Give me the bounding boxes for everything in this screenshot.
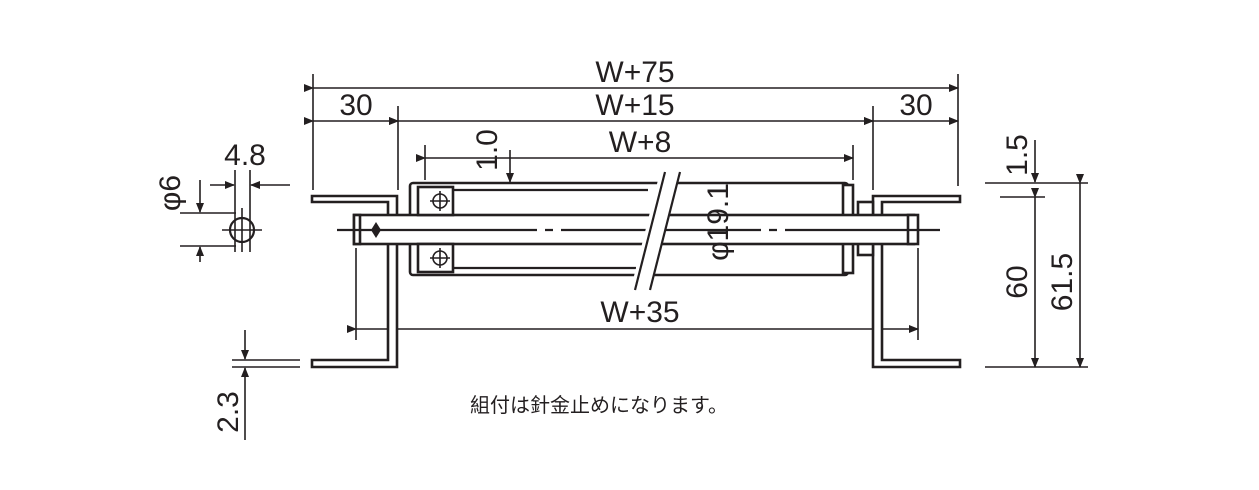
- assembly-note: 組付は針金止めになります。: [470, 393, 728, 417]
- dim-overall: W+75: [595, 56, 674, 89]
- roller: [337, 171, 940, 292]
- dim-right-30: 30: [899, 89, 932, 122]
- dim-shaft-length: W+35: [600, 296, 679, 329]
- dim-hole-width: 4.8: [224, 139, 266, 172]
- dim-top-offset: 1.5: [1001, 134, 1034, 176]
- dim-roller-diameter: φ19.1: [702, 183, 735, 261]
- dim-height-total: 61.5: [1046, 253, 1079, 311]
- dimension-lines: [232, 84, 1084, 440]
- dim-plate-thickness: 2.3: [212, 391, 245, 433]
- dim-left-30: 30: [339, 89, 372, 122]
- dim-gap: 1.0: [471, 129, 504, 171]
- dim-hole-diameter: φ6: [154, 175, 187, 211]
- dim-roller-length: W+8: [609, 126, 672, 159]
- left-bracket: [310, 194, 399, 369]
- dim-height-60: 60: [1001, 265, 1034, 298]
- dim-between: W+15: [595, 89, 674, 122]
- hole-detail: [180, 170, 290, 262]
